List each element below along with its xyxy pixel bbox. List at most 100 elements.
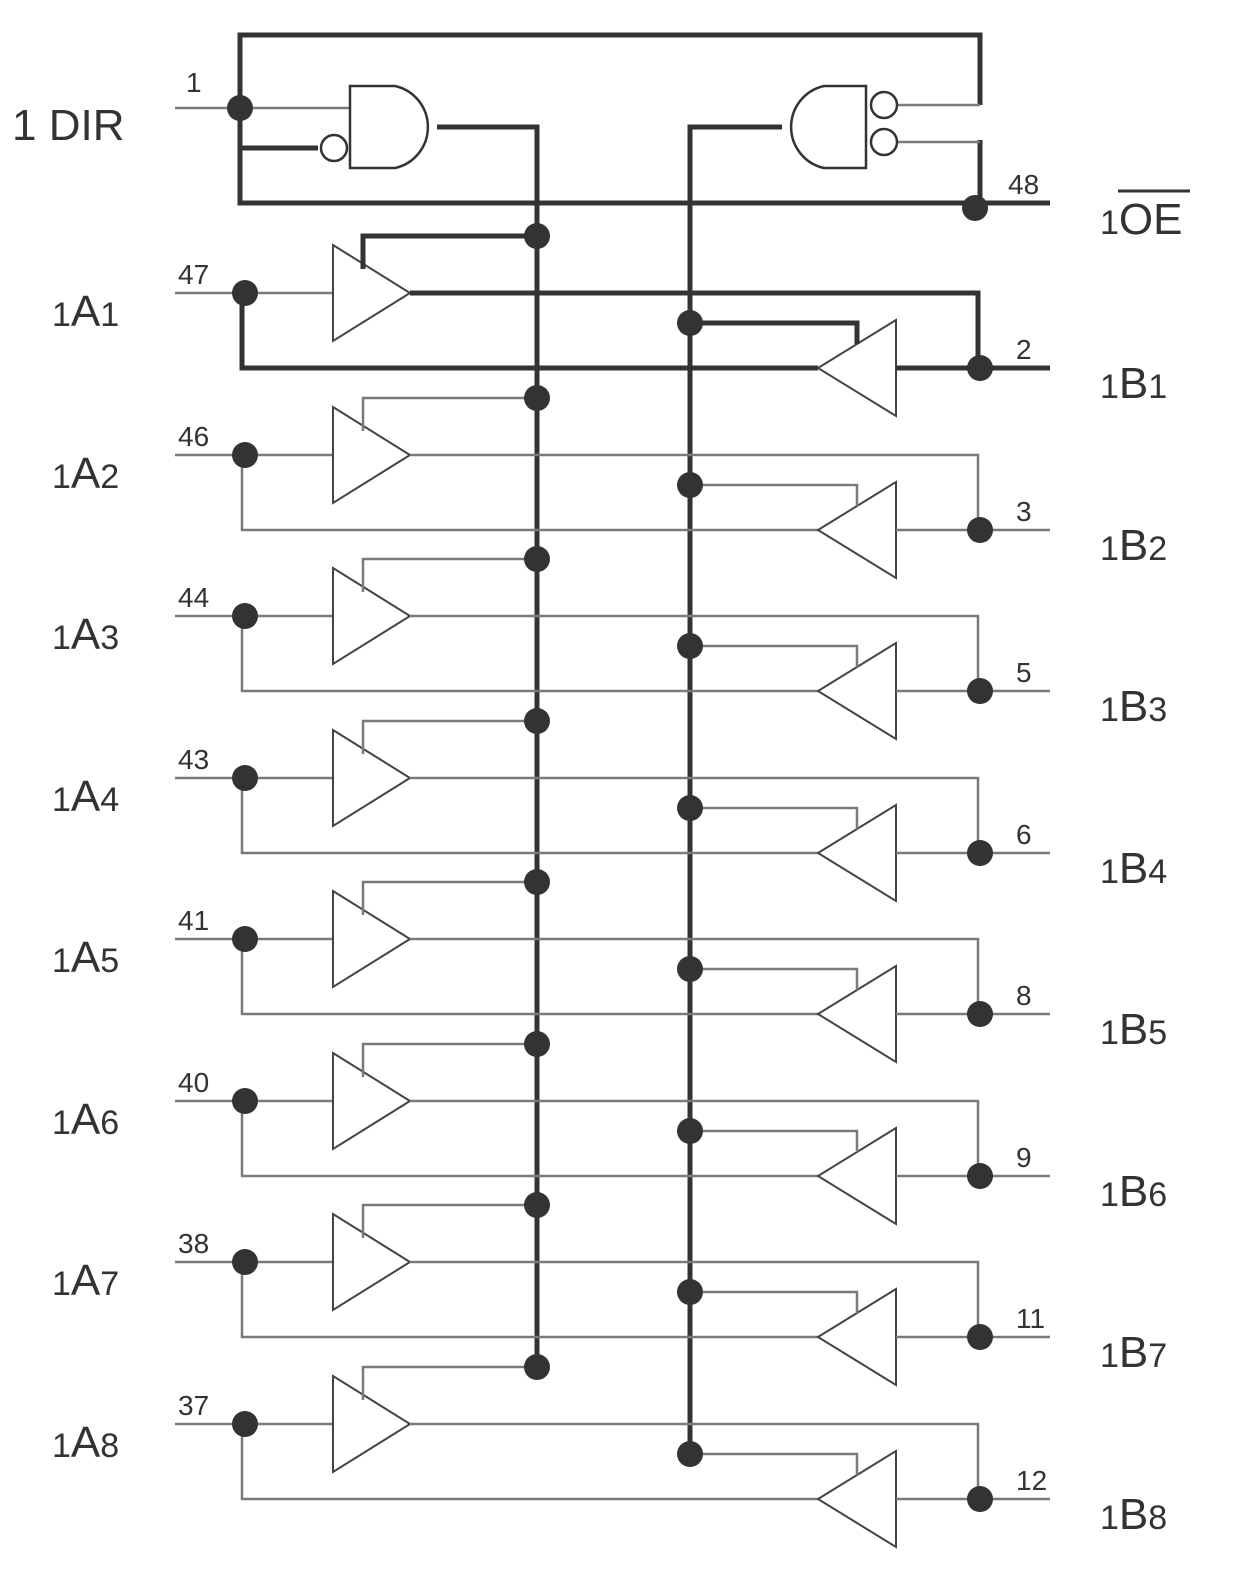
a-label-prefix: 1 <box>52 296 71 334</box>
a-port-label: 1A4 <box>52 772 119 821</box>
b-label-index: 4 <box>1148 853 1167 891</box>
a-enable-junction-dot <box>524 223 550 249</box>
b-label-name: B <box>1119 1167 1148 1216</box>
a-pin-number: 38 <box>178 1228 209 1259</box>
oe-prefix: 1 <box>1100 204 1119 242</box>
b-label-index: 6 <box>1148 1176 1167 1214</box>
a-buffer-enable-wire <box>361 1203 537 1238</box>
b-enable-junction-dot <box>677 310 703 336</box>
inverter-bubble-icon <box>869 127 899 157</box>
a-port-label: 1A1 <box>52 287 119 336</box>
oe-name: OE <box>1119 195 1183 244</box>
a-buffer-enable-wire <box>361 880 537 915</box>
b-label-name: B <box>1119 359 1148 408</box>
b-junction-dot <box>967 840 993 866</box>
a-buffer-enable-wire <box>361 396 537 431</box>
a-port-label: 1A6 <box>52 1095 119 1144</box>
b-port-label: 1B4 <box>1100 844 1167 893</box>
a-to-b-buffer <box>332 889 412 989</box>
b-junction-dot <box>967 1486 993 1512</box>
a-port-label: 1A7 <box>52 1256 119 1305</box>
b-port-label: 1B2 <box>1100 521 1167 570</box>
a-label-prefix: 1 <box>52 1427 71 1465</box>
b-to-a-return-wire <box>240 1424 818 1501</box>
b-to-a-return-wire <box>240 455 818 532</box>
b-label-index: 1 <box>1148 368 1167 406</box>
b-label-name: B <box>1119 521 1148 570</box>
a-label-prefix: 1 <box>52 942 71 980</box>
b-label-prefix: 1 <box>1100 853 1119 891</box>
b-label-index: 2 <box>1148 530 1167 568</box>
a-pin-number: 43 <box>178 744 209 775</box>
a-enable-junction-dot <box>524 546 550 572</box>
channel-group: 471A121B1461A231B2441A351B3431A461B4411A… <box>52 223 1167 1549</box>
a-junction-dot <box>232 442 258 468</box>
a-to-b-output-wire <box>410 937 980 1014</box>
b-port-label: 1B1 <box>1100 359 1167 408</box>
a-enable-junction-dot <box>524 1192 550 1218</box>
a-label-name: A <box>71 1418 101 1467</box>
and-gate-a-enable <box>319 84 430 170</box>
b-buffer-enable-wire <box>690 644 859 667</box>
a-junction-dot <box>232 765 258 791</box>
a-port-label: 1A5 <box>52 933 119 982</box>
b-junction-dot <box>967 1001 993 1027</box>
b-port-label: 1B8 <box>1100 1490 1167 1539</box>
a-label-name: A <box>71 287 101 336</box>
a-to-b-buffer <box>332 243 412 343</box>
a-label-index: 5 <box>100 942 119 980</box>
b-label-prefix: 1 <box>1100 691 1119 729</box>
a-label-index: 6 <box>100 1104 119 1142</box>
a-enable-junction-dot <box>524 869 550 895</box>
a-buffer-enable-wire <box>360 233 537 269</box>
dir-label: 1 DIR <box>12 101 124 150</box>
a-label-name: A <box>71 449 101 498</box>
a-label-prefix: 1 <box>52 1104 71 1142</box>
b-buffer-enable-wire <box>690 806 859 829</box>
b-buffer-enable-wire <box>690 1290 859 1313</box>
b-enable-junction-dot <box>677 633 703 659</box>
b-pin-number: 6 <box>1016 819 1032 850</box>
a-to-b-output-wire <box>410 614 980 691</box>
b-label-index: 8 <box>1148 1499 1167 1537</box>
b-to-a-return-wire <box>240 616 818 693</box>
a-to-b-output-wire <box>410 1422 980 1499</box>
b-label-prefix: 1 <box>1100 368 1119 406</box>
a-to-b-buffer <box>332 566 412 666</box>
b-label-prefix: 1 <box>1100 1337 1119 1375</box>
b-buffer-enable-wire <box>690 320 860 344</box>
b-port-label: 1B5 <box>1100 1005 1167 1054</box>
b-buffer-enable-wire <box>690 967 859 990</box>
a-port-label: 1A8 <box>52 1418 119 1467</box>
b-enable-junction-dot <box>677 472 703 498</box>
b-to-a-return-wire <box>240 1262 818 1339</box>
a-junction-dot <box>232 926 258 952</box>
a-buffer-enable-wire <box>361 1042 537 1077</box>
b-label-name: B <box>1119 682 1148 731</box>
a-label-name: A <box>71 772 101 821</box>
a-junction-dot <box>232 1411 258 1437</box>
b-label-prefix: 1 <box>1100 530 1119 568</box>
b-label-index: 5 <box>1148 1014 1167 1052</box>
a-to-b-output-wire <box>410 1099 980 1176</box>
dir-junction-dot <box>227 95 253 121</box>
b-junction-dot <box>967 678 993 704</box>
a-buffer-enable-wire <box>361 719 537 754</box>
b-label-prefix: 1 <box>1100 1499 1119 1537</box>
b-to-a-return-wire <box>240 1101 818 1178</box>
a-pin-number: 44 <box>178 582 209 613</box>
b-pin-number: 8 <box>1016 980 1032 1011</box>
a-pin-number: 37 <box>178 1390 209 1421</box>
oe-label: 1OE <box>1100 195 1183 244</box>
b-enable-junction-dot <box>677 956 703 982</box>
and-gate-b-enable <box>789 84 899 170</box>
a-enable-junction-dot <box>524 385 550 411</box>
a-pin-number: 47 <box>178 259 209 290</box>
